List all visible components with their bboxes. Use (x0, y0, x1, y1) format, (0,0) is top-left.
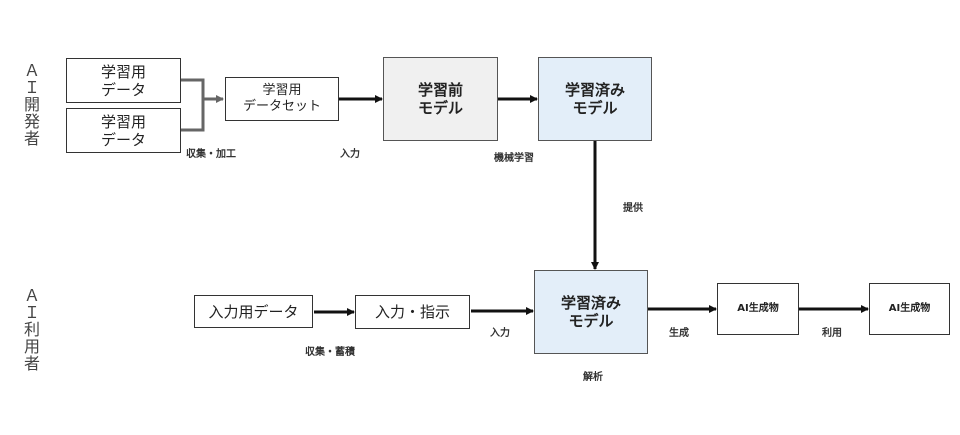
edge-label-input-user: 入力 (490, 328, 510, 339)
edge-label-collect-process: 収集・加工 (186, 149, 236, 160)
developer-lane-label: Ａ Ｉ 開 発 者 (23, 61, 40, 148)
training-data-box-2: 学習用 データ (66, 108, 181, 153)
training-dataset-box: 学習用 データセット (225, 77, 339, 121)
input-instruction-box: 入力・指示 (355, 295, 470, 329)
trained-model-box-developer: 学習済み モデル (538, 57, 652, 141)
edge-label-use: 利用 (822, 328, 842, 339)
edge-label-provide: 提供 (623, 203, 643, 214)
training-data-box-1: 学習用 データ (66, 58, 181, 103)
input-data-box: 入力用データ (194, 295, 313, 328)
ai-generated-output-box-1: AI生成物 (717, 283, 799, 335)
user-lane-label: Ａ Ｉ 利 用 者 (23, 286, 40, 373)
edge-label-input-developer: 入力 (340, 149, 360, 160)
ai-generated-output-box-2: AI生成物 (869, 283, 950, 335)
edge-label-machine-learning: 機械学習 (494, 153, 534, 164)
trained-model-box-user: 学習済み モデル (534, 270, 648, 354)
edge-label-collect-accumulate: 収集・蓄積 (305, 347, 355, 358)
merge-connector (181, 78, 205, 132)
pre-training-model-box: 学習前 モデル (383, 57, 498, 141)
edge-label-generate: 生成 (669, 328, 689, 339)
edge-label-analysis: 解析 (583, 372, 603, 383)
